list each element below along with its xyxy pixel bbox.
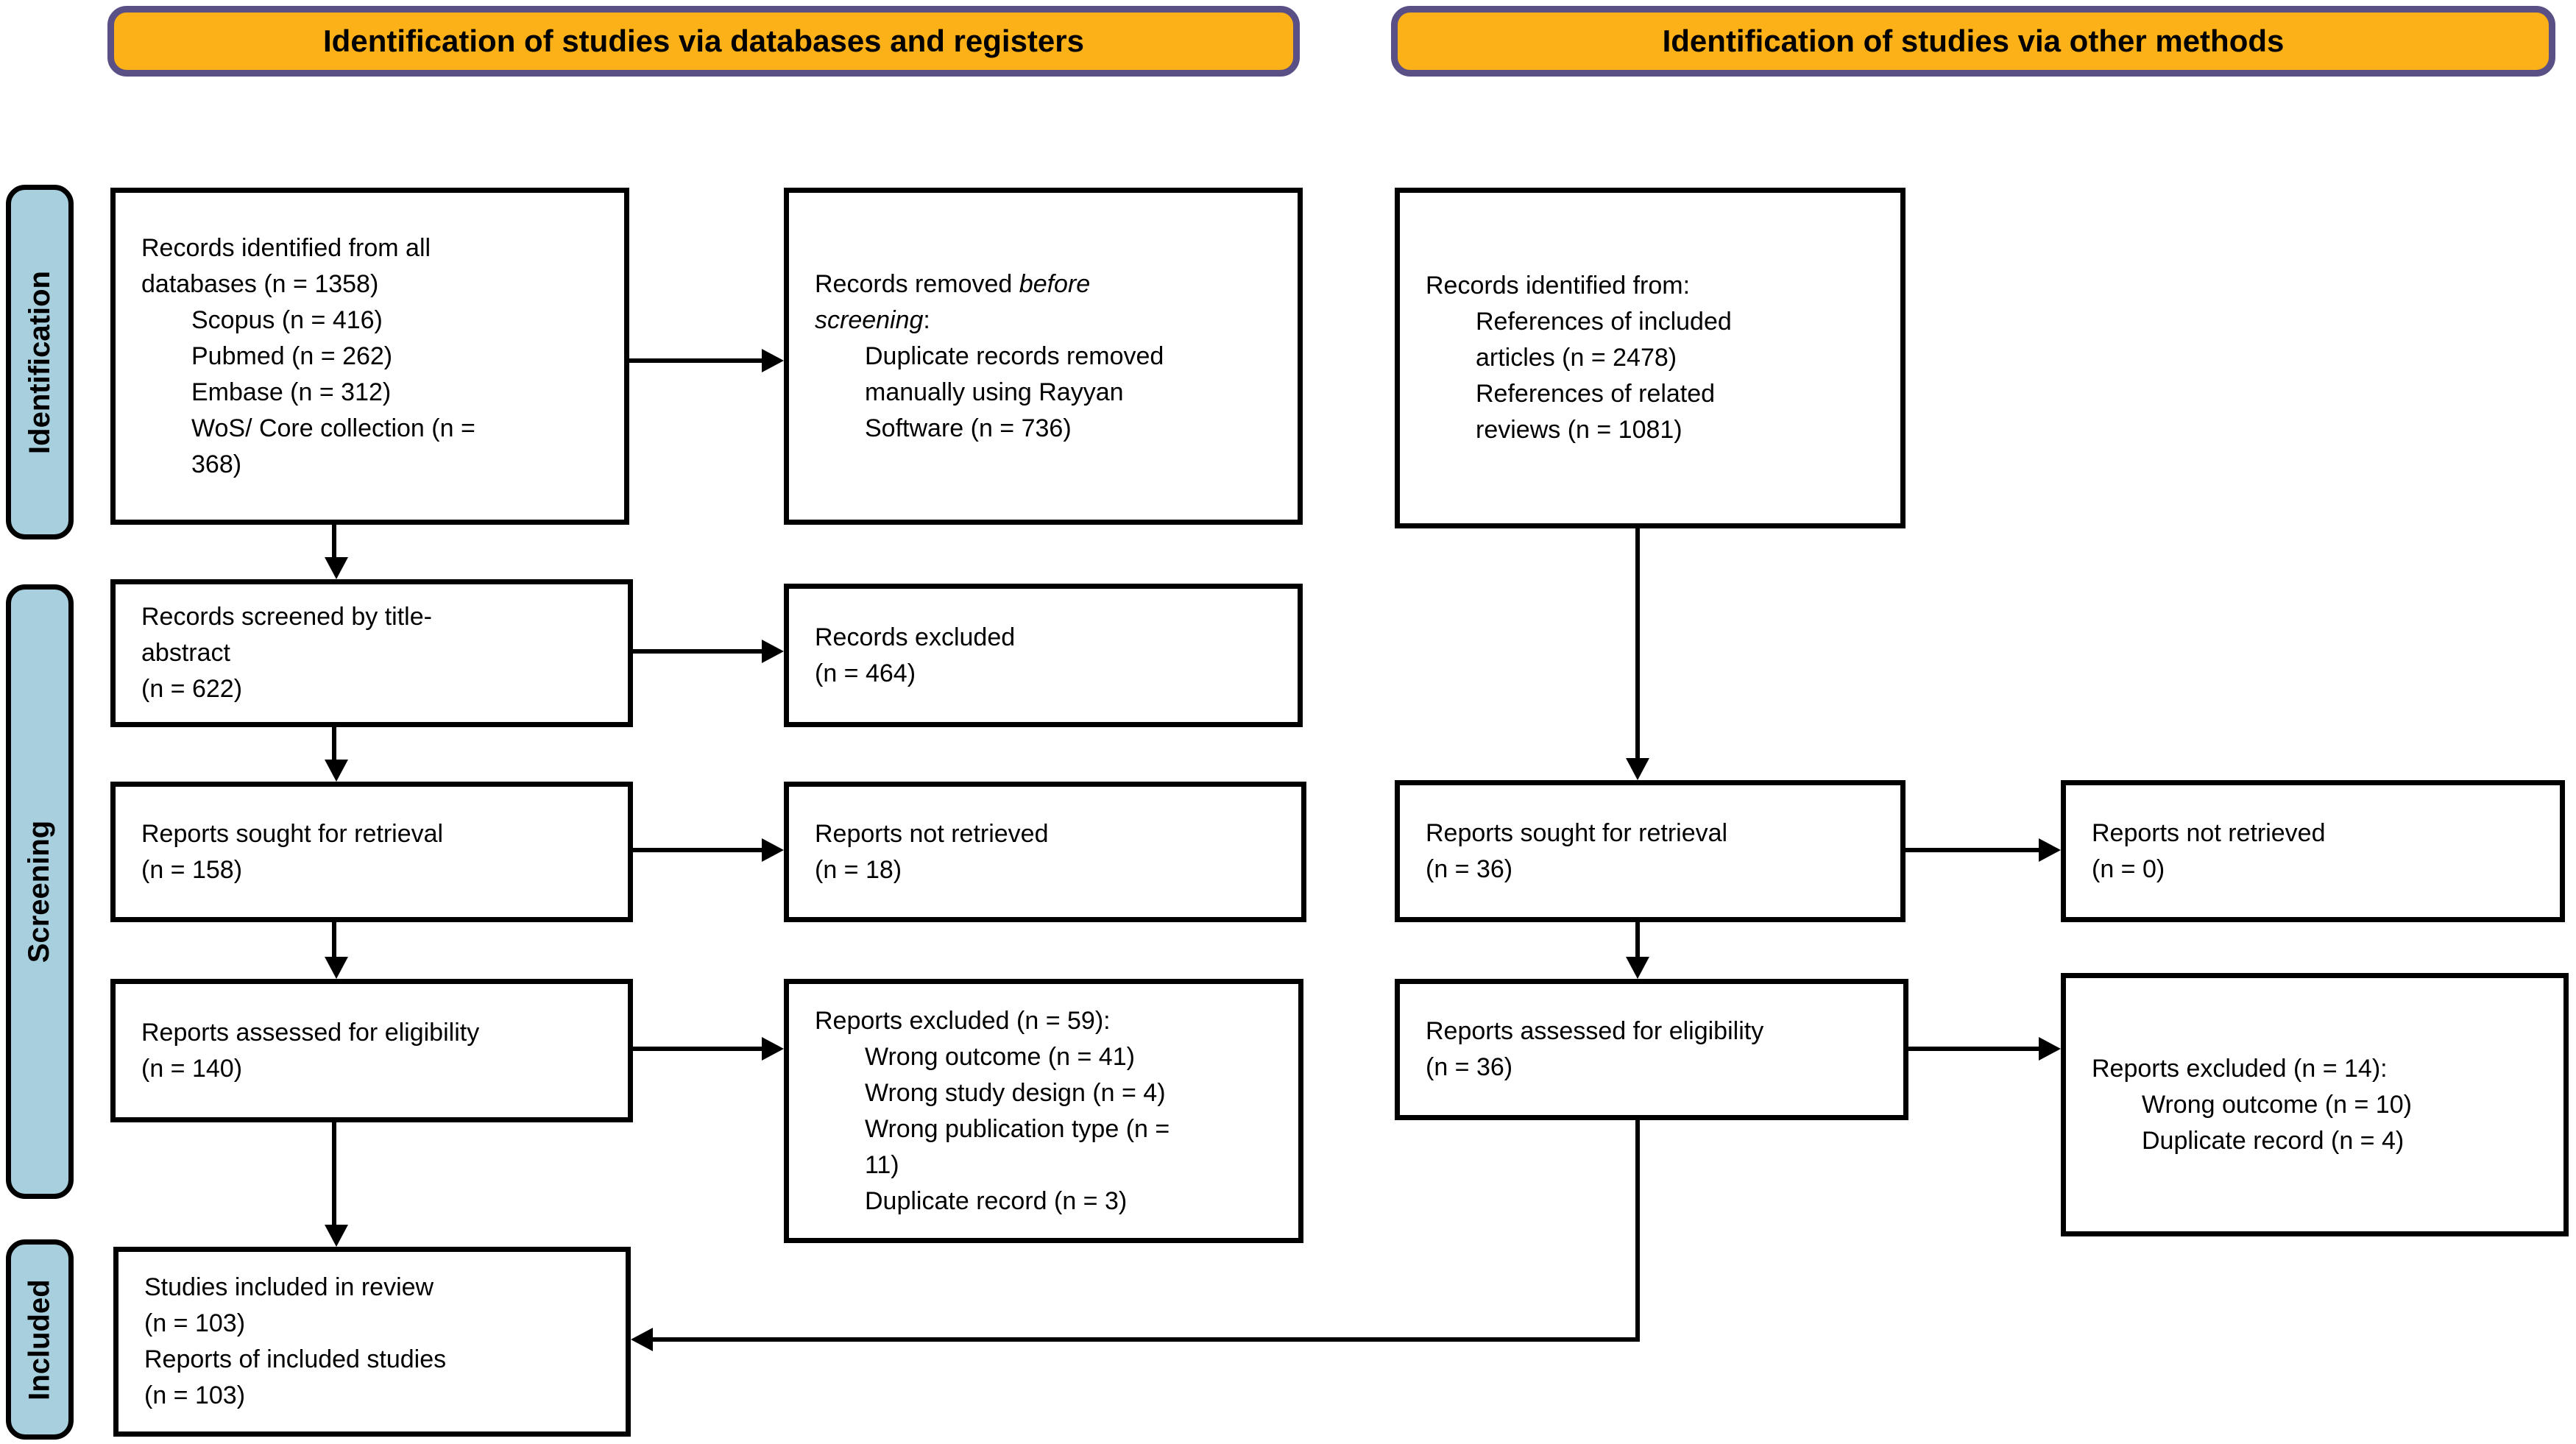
stage-identification-text: Identification [23,270,56,454]
box-text-line: Wrong outcome (n = 41) [865,1042,1135,1071]
stage-label-identification: Identification [6,185,74,539]
box-text-line: (n = 140) [141,1054,243,1083]
arrow-down-icon [325,1225,348,1247]
stage-label-included: Included [6,1239,74,1440]
box-text-line: (n = 158) [141,855,243,884]
stage-included-text: Included [23,1278,56,1401]
arrow-assessed36-to-excluded14-line [1908,1047,2040,1051]
arrow-db-to-screened-line [332,525,336,559]
stage-screening-text: Screening [23,820,56,963]
box-reports-assessed-eligibility-other: Reports assessed for eligibility (n = 36… [1395,979,1908,1120]
box-reports-not-retrieved-other: Reports not retrieved (n = 0) [2061,780,2565,922]
box-text-line: manually using Rayyan [865,378,1124,406]
stage-label-screening: Screening [6,584,74,1199]
box-records-identified-other: Records identified from: References of i… [1395,188,1906,528]
box-text-line: Wrong study design (n = 4) [865,1078,1166,1107]
arrow-down-icon [1626,957,1649,979]
box-text-line: Reports sought for retrieval [1426,818,1728,847]
banner-databases-label: Identification of studies via databases … [323,24,1084,58]
arrow-sought36-to-assessed36-line [1635,922,1640,958]
banner-other-label: Identification of studies via other meth… [1662,24,2285,58]
box-text-line: 11) [865,1150,899,1179]
arrow-assessed36-elbow-horizontal [651,1337,1640,1342]
box-text-line: articles (n = 2478) [1476,344,1677,372]
arrow-db-to-removed-line [629,358,763,363]
arrow-sought-to-assessed-line [332,922,336,958]
box-text-line: Pubmed (n = 262) [191,341,393,370]
arrow-right-icon [762,349,784,372]
box-text-line: (n = 103) [144,1309,246,1337]
arrow-other-to-sought36-line [1635,528,1640,761]
box-text-line: Duplicate records removed [865,341,1164,370]
box-records-excluded: Records excluded (n = 464) [784,584,1303,727]
box-text-line: Software (n = 736) [865,414,1072,442]
box-text-line: databases (n = 1358) [141,269,379,298]
box-text-line: WoS/ Core collection (n = [191,414,475,442]
box-text-line: (n = 622) [141,675,243,703]
box-text-line: (n = 464) [815,659,916,687]
box-text-line: Records identified from: [1426,272,1691,300]
box-text-line: 368) [191,450,242,478]
box-records-identified-databases: Records identified from all databases (n… [110,188,629,525]
box-text-line: Embase (n = 312) [191,378,392,406]
arrow-screened-to-excluded-line [633,649,763,654]
box-text-line: Records identified from all [141,233,431,262]
arrow-right-icon [2039,1037,2061,1061]
box-text-line: reviews (n = 1081) [1476,416,1682,444]
arrow-down-icon [1626,758,1649,780]
banner-databases-registers: Identification of studies via databases … [107,6,1300,77]
box-reports-excluded-14: Reports excluded (n = 14): Wrong outcome… [2061,973,2569,1236]
arrow-assessed36-elbow-vertical [1635,1120,1640,1342]
box-text-line: (n = 103) [144,1381,246,1409]
box-text-line: Records removed before [815,269,1091,298]
box-text-line: Reports assessed for eligibility [1426,1017,1764,1045]
arrow-assessed-to-included-line [332,1122,336,1226]
box-text-line: Reports of included studies [144,1345,447,1373]
box-text-line: Reports not retrieved [815,819,1049,848]
box-text-line: Duplicate record (n = 4) [2142,1126,2405,1155]
arrow-right-icon [762,640,784,663]
box-text-line: Wrong outcome (n = 10) [2142,1090,2412,1119]
box-text-line: Reports assessed for eligibility [141,1018,480,1047]
box-text-line: (n = 18) [815,855,902,884]
arrow-sought36-to-notretrieved0-line [1906,848,2040,852]
arrow-down-icon [325,760,348,782]
box-text-line: Wrong publication type (n = [865,1114,1170,1143]
box-text-line: Studies included in review [144,1273,434,1301]
arrow-assessed-to-excluded59-line [633,1047,763,1051]
box-text-line: Reports sought for retrieval [141,819,444,848]
box-text-line: Reports excluded (n = 59): [815,1006,1111,1035]
box-reports-not-retrieved: Reports not retrieved (n = 18) [784,782,1306,922]
arrow-down-icon [325,557,348,579]
box-text-line: Duplicate record (n = 3) [865,1186,1128,1215]
box-text-line: Records screened by title- [141,603,432,631]
box-records-screened: Records screened by title- abstract (n =… [110,579,633,727]
box-studies-included: Studies included in review (n = 103) Rep… [113,1247,631,1437]
arrow-screened-to-sought-line [332,727,336,761]
arrow-left-icon [631,1328,653,1351]
box-text-line: References of related [1476,380,1716,408]
box-text-line: screening: [815,305,930,334]
box-reports-sought-retrieval-other: Reports sought for retrieval (n = 36) [1395,780,1906,922]
box-reports-excluded-59: Reports excluded (n = 59): Wrong outcome… [784,979,1303,1243]
box-text-line: Reports excluded (n = 14): [2092,1054,2388,1083]
box-text-line: (n = 36) [1426,1053,1513,1081]
banner-other-methods: Identification of studies via other meth… [1391,6,2555,77]
box-records-removed-before-screening: Records removed before screening: Duplic… [784,188,1303,525]
box-reports-assessed-eligibility: Reports assessed for eligibility (n = 14… [110,979,633,1122]
box-text-line: Scopus (n = 416) [191,305,383,334]
arrow-down-icon [325,957,348,979]
arrow-right-icon [762,1037,784,1061]
box-text-line: (n = 0) [2092,854,2165,883]
box-text-line: Records excluded [815,623,1016,651]
arrow-right-icon [2039,838,2061,862]
box-text-line: abstract [141,639,230,667]
arrow-right-icon [762,838,784,862]
box-text-line: References of included [1476,308,1732,336]
box-reports-sought-retrieval: Reports sought for retrieval (n = 158) [110,782,633,922]
arrow-sought-to-notretrieved-line [633,848,763,852]
box-text-line: Reports not retrieved [2092,818,2326,847]
box-text-line: (n = 36) [1426,854,1513,883]
